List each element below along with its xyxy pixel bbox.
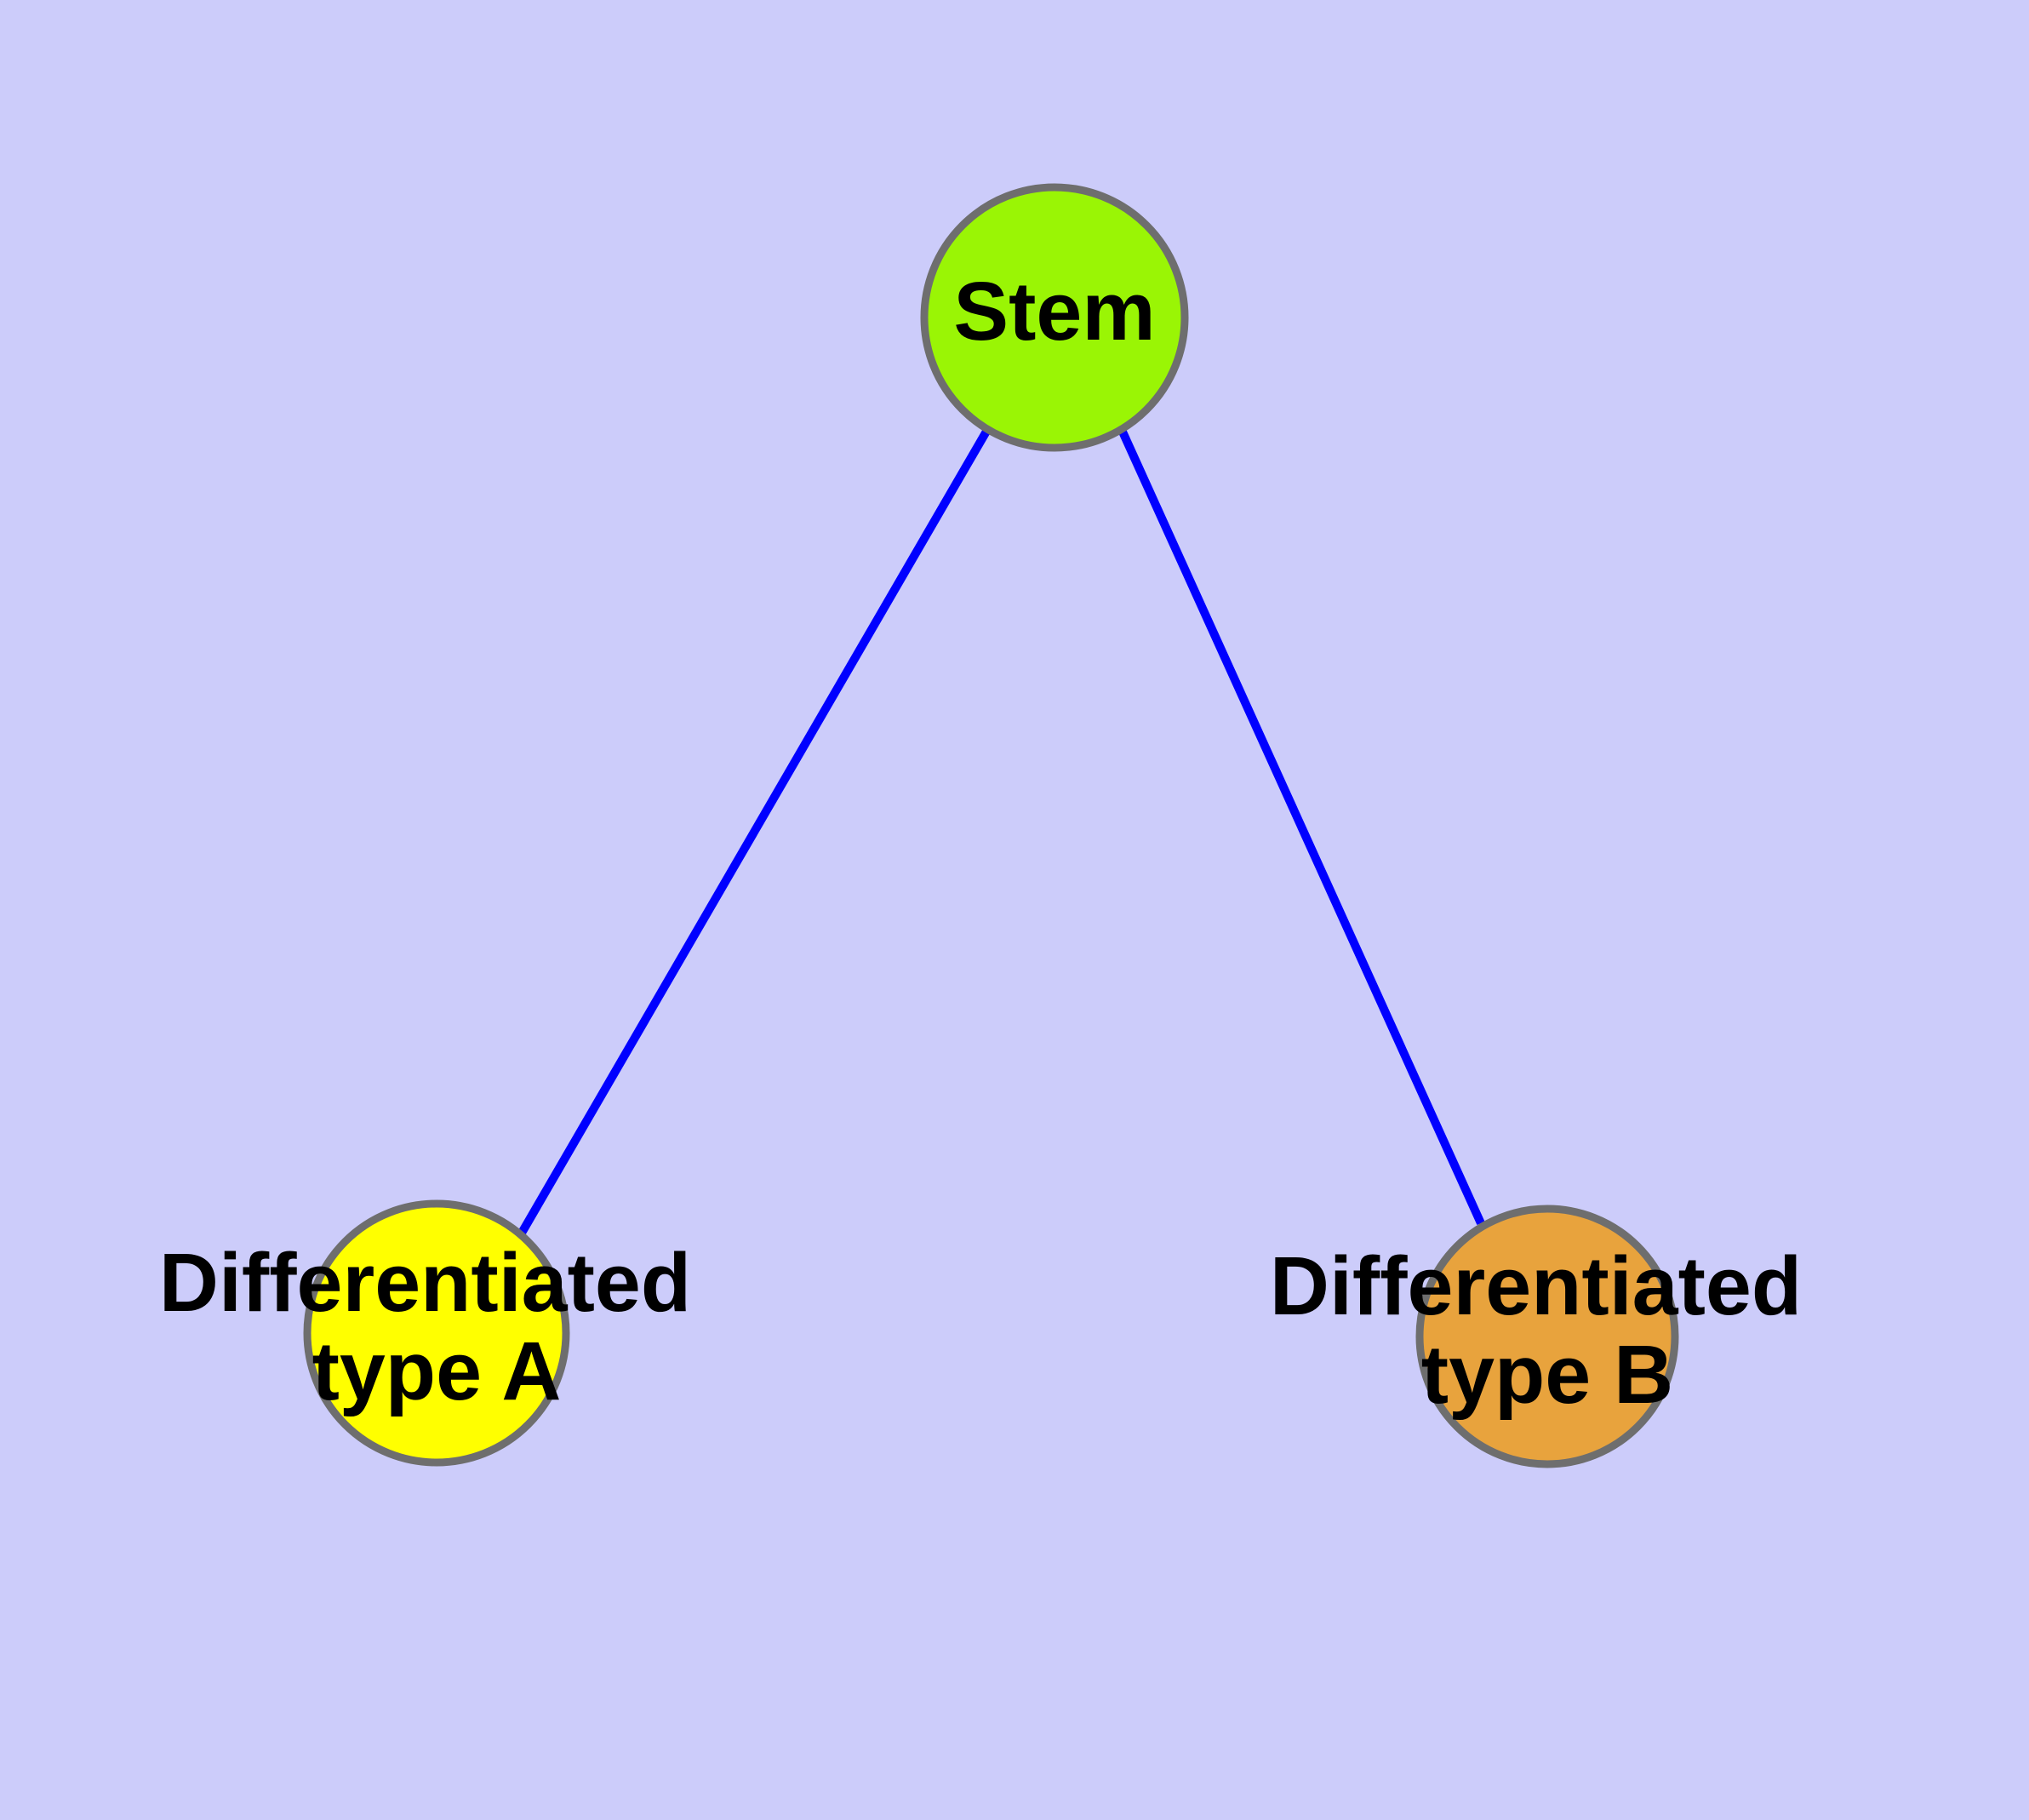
edges-layer (517, 427, 1485, 1237)
node-differentiated-type-a-label-line-2: type A (312, 1325, 562, 1417)
node-stem[interactable] (920, 183, 1189, 452)
node-differentiated-type-a-label: Differentiated type A (159, 1236, 714, 1417)
node-differentiated-type-b-label: Differentiated type B (1270, 1239, 1825, 1421)
node-differentiated-type-a-label-line-1: Differentiated (159, 1236, 691, 1329)
node-differentiated-type-a[interactable] (303, 1199, 570, 1467)
edge-stem-to-differentiated-type-a[interactable] (517, 427, 992, 1237)
node-differentiated-type-b-label-line-2: type B (1421, 1328, 1673, 1421)
node-differentiated-type-b[interactable] (1415, 1205, 1679, 1468)
node-stem-label-line-1: Stem (953, 265, 1155, 358)
node-differentiated-type-b-label-line-1: Differentiated (1270, 1239, 1802, 1332)
node-differentiated-type-b-circle[interactable] (1415, 1205, 1679, 1468)
nodes-layer (303, 183, 1679, 1468)
node-stem-label: Stem (953, 265, 1155, 358)
labels-layer: Stem Differentiated type A Differentiate… (159, 265, 1825, 1421)
node-stem-circle[interactable] (920, 183, 1189, 452)
edge-stem-to-differentiated-type-b[interactable] (1117, 427, 1485, 1226)
node-differentiated-type-a-circle[interactable] (303, 1199, 570, 1467)
